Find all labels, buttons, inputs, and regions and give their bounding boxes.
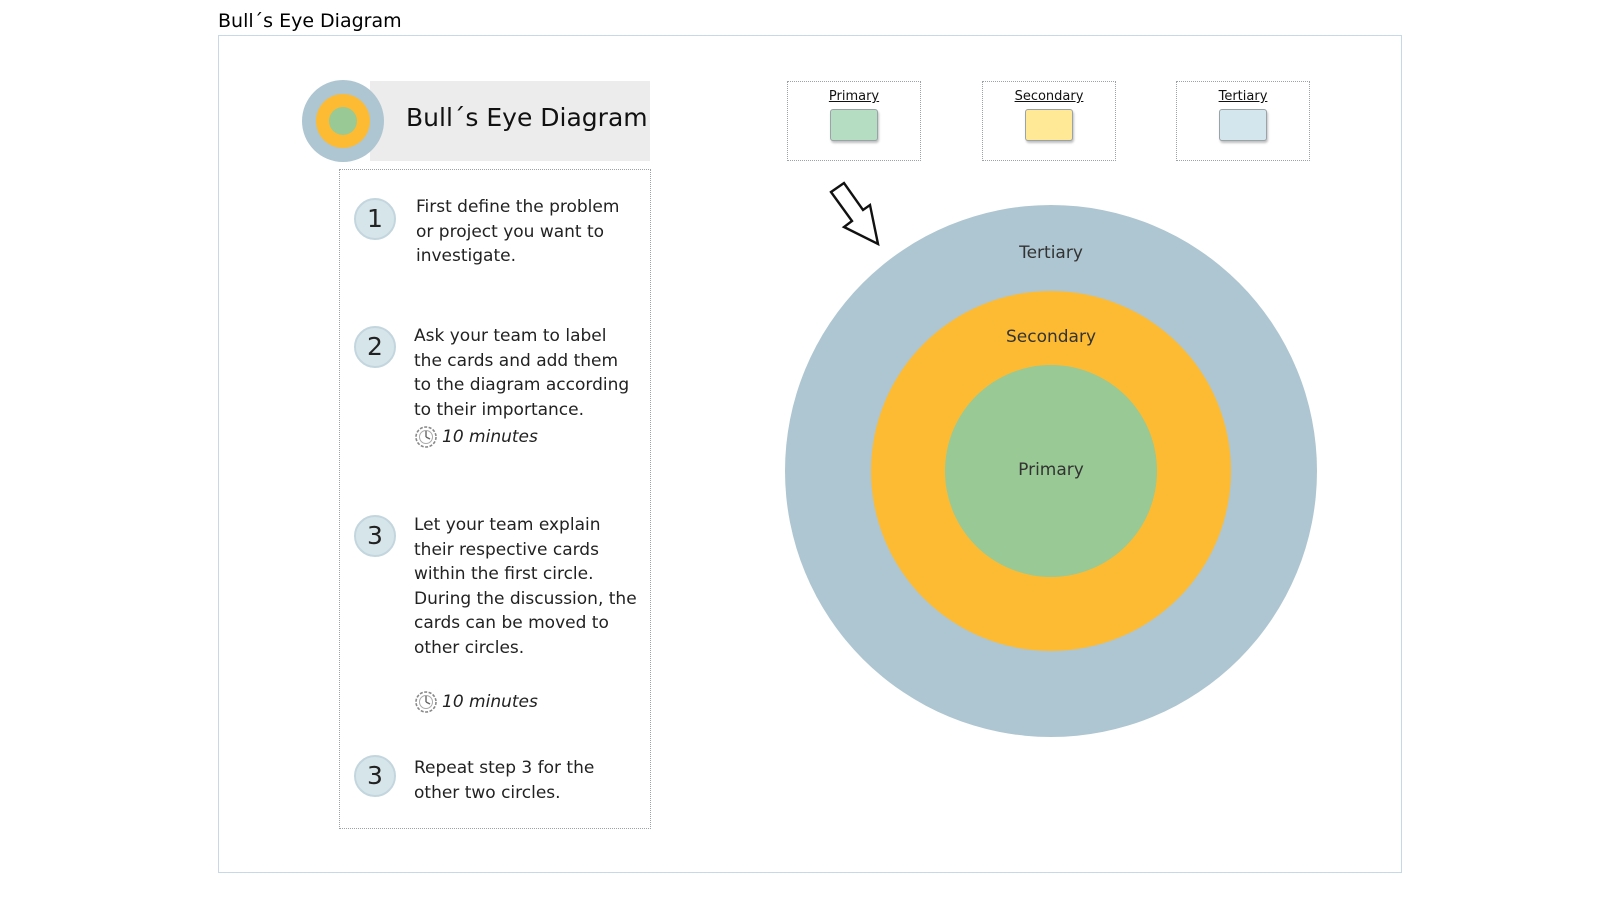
diagram-frame <box>218 35 1402 873</box>
legend-swatch[interactable] <box>1025 109 1073 141</box>
legend-card-primary[interactable]: Primary <box>787 81 921 161</box>
step-number: 2 <box>354 326 396 368</box>
legend-card-secondary[interactable]: Secondary <box>982 81 1116 161</box>
legend-label: Tertiary <box>1218 89 1268 104</box>
steps-panel <box>339 169 651 829</box>
step-timer: 10 minutes <box>414 425 538 449</box>
step-timer: 10 minutes <box>414 690 538 714</box>
timer-label: 10 minutes <box>442 427 538 447</box>
step-text: First define the problem or project you … <box>416 197 620 266</box>
logo-inner-ring <box>329 107 357 135</box>
ring-label-tertiary: Tertiary <box>1018 243 1083 263</box>
legend-label: Primary <box>828 89 880 104</box>
legend-label: Secondary <box>1014 89 1084 104</box>
step-number: 3 <box>354 755 396 797</box>
legend-swatch[interactable] <box>830 109 878 141</box>
step-text: Ask your team to label the cards and add… <box>414 326 630 420</box>
arrow-icon <box>829 181 880 247</box>
clock-icon <box>415 426 437 448</box>
bullseye-diagram: Tertiary Secondary Primary <box>785 205 1317 737</box>
ring-label-primary: Primary <box>1018 460 1084 480</box>
timer-label: 10 minutes <box>442 692 538 712</box>
step-text: Let your team explain their respective c… <box>414 515 637 658</box>
page-title: Bull´s Eye Diagram <box>218 10 402 32</box>
step-number: 1 <box>354 198 396 240</box>
header-bar <box>370 81 650 161</box>
header-title: Bull´s Eye Diagram <box>406 103 648 132</box>
bullseye-icon <box>302 80 384 162</box>
step-text: Repeat step 3 for the other two circles. <box>414 758 595 803</box>
ring-primary <box>945 365 1157 577</box>
legend-card-tertiary[interactable]: Tertiary <box>1176 81 1310 161</box>
ring-label-secondary: Secondary <box>1006 327 1096 347</box>
step-number: 3 <box>354 515 396 557</box>
clock-icon <box>415 691 437 713</box>
legend-swatch[interactable] <box>1219 109 1267 141</box>
